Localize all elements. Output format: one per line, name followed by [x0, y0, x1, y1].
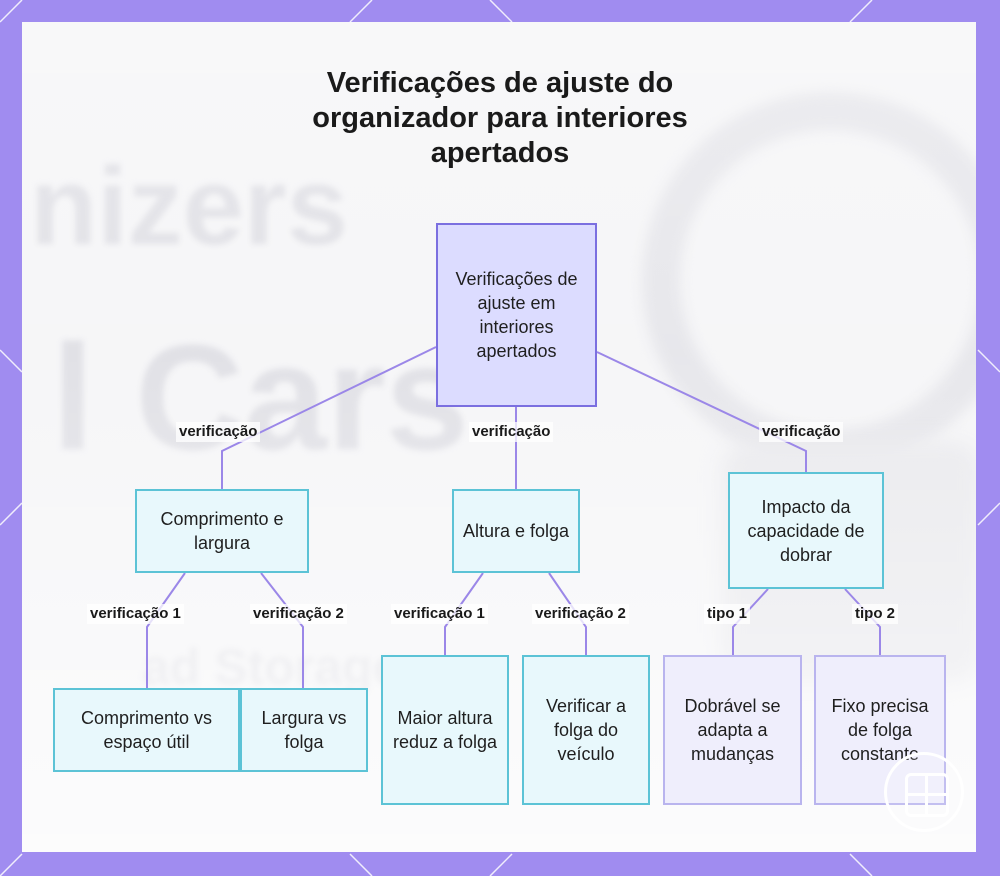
connector-branch-1-child-1 — [146, 572, 186, 688]
leaf-node-label: Verificar a folga do veículo — [545, 696, 627, 764]
leaf-node-length-vs-space: Comprimento vs espaço útil — [53, 688, 240, 772]
leaf-node-label: Maior altura reduz a folga — [392, 708, 498, 752]
brand-logo-icon — [884, 752, 964, 832]
root-node: Verificações de ajuste em interiores ape… — [436, 223, 597, 407]
connector-root-branch-3 — [596, 351, 807, 472]
connector-branch-2-child-2 — [548, 572, 587, 655]
leaf-node-height-reduces-clearance: Maior altura reduz a folga — [381, 655, 509, 805]
edge-label-branch-1-child-1: verificação 1 — [87, 604, 184, 624]
leaf-node-foldable-adapts: Dobrável se adapta a mudanças — [663, 655, 802, 805]
edge-label-branch-2-child-1: verificação 1 — [391, 604, 488, 624]
root-node-label: Verificações de ajuste em interiores ape… — [455, 269, 578, 361]
branch-node-foldability: Impacto da capacidade de dobrar — [728, 472, 884, 589]
branch-node-length-width: Comprimento e largura — [135, 489, 309, 573]
edge-label-branch-2: verificação — [469, 422, 554, 442]
leaf-node-check-vehicle-clearance: Verificar a folga do veículo — [522, 655, 650, 805]
leaf-node-label: Comprimento vs espaço útil — [80, 708, 213, 752]
grid-icon — [905, 773, 949, 817]
branch-node-label: Comprimento e largura — [160, 509, 284, 553]
connector-branch-2-child-1 — [444, 572, 484, 655]
connector-branch-3-child-1 — [732, 588, 769, 655]
edge-label-branch-1: verificação — [176, 422, 261, 442]
diagram-title: Verificações de ajuste do organizador pa… — [312, 67, 688, 169]
branch-node-label: Impacto da capacidade de dobrar — [747, 496, 865, 565]
leaf-node-label: Largura vs folga — [261, 708, 347, 752]
edge-label-branch-2-child-2: verificação 2 — [532, 604, 629, 624]
edge-label-branch-3-child-2: tipo 2 — [852, 604, 898, 624]
leaf-node-width-vs-clearance: Largura vs folga — [240, 688, 368, 772]
connector-root-branch-1 — [221, 346, 437, 489]
edge-label-branch-1-child-2: verificação 2 — [250, 604, 347, 624]
leaf-node-label: Dobrável se adapta a mudanças — [684, 696, 781, 764]
connector-branch-1-child-2 — [260, 572, 304, 688]
branch-node-label: Altura e folga — [462, 521, 570, 541]
edge-label-branch-3: verificação — [759, 422, 844, 442]
branch-node-height-clearance: Altura e folga — [452, 489, 580, 573]
edge-label-branch-3-child-1: tipo 1 — [704, 604, 750, 624]
connector-branch-3-child-2 — [844, 588, 881, 655]
